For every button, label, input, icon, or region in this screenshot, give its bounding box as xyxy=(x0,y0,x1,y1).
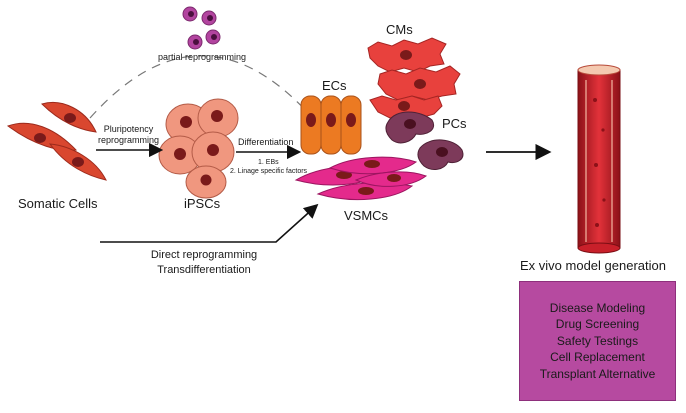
application-transplant-alternative: Transplant Alternative xyxy=(539,366,656,381)
ipscs-label: iPSCs xyxy=(184,196,221,211)
ecs-graphic xyxy=(300,95,362,155)
applications-box: Disease Modeling Drug Screening Safety T… xyxy=(519,281,676,401)
differentiation-step-factors: 2. Linage specific factors xyxy=(230,168,308,175)
application-cell-replacement: Cell Replacement xyxy=(550,350,645,365)
partial-reprogrammed-cells xyxy=(182,6,221,50)
ipsc-colony-graphic xyxy=(158,98,239,199)
ecs-label: ECs xyxy=(322,78,347,93)
pluripotency-label-line1: Pluripotency xyxy=(103,124,154,134)
direct-reprogramming-line2: Transdifferentiation xyxy=(157,264,251,276)
pcs-graphic xyxy=(385,111,464,170)
somatic-cells-graphic xyxy=(6,102,107,181)
pluripotency-label-line2: reprogramming xyxy=(98,135,160,145)
application-drug-screening: Drug Screening xyxy=(555,317,640,332)
blood-vessel-graphic xyxy=(577,64,621,254)
differentiation-label: Differentiation xyxy=(238,137,294,147)
partial-reprogramming-label: partial reprogramming xyxy=(158,52,247,62)
differentiation-step-ebs: 1. EBs xyxy=(258,159,279,166)
direct-reprogramming-line1: Direct reprogramming xyxy=(150,249,258,261)
vsmcs-label: VSMCs xyxy=(344,208,389,223)
pcs-label: PCs xyxy=(442,116,467,131)
cms-label: CMs xyxy=(386,22,413,37)
vsmcs-graphic xyxy=(294,156,428,201)
pluripotency-reprogramming-label: Pluripotency reprogramming xyxy=(98,124,159,146)
partial-reprogramming-arc xyxy=(89,55,311,119)
ex-vivo-label: Ex vivo model generation xyxy=(520,258,666,273)
somatic-cells-label: Somatic Cells xyxy=(18,196,98,211)
cms-graphic xyxy=(367,37,461,119)
application-safety-testings: Safety Testings xyxy=(556,333,639,348)
direct-reprogramming-label: Direct reprogramming Transdifferentiatio… xyxy=(138,248,270,278)
application-disease-modeling: Disease Modeling xyxy=(549,300,646,315)
direct-reprogramming-arrow xyxy=(100,203,319,243)
